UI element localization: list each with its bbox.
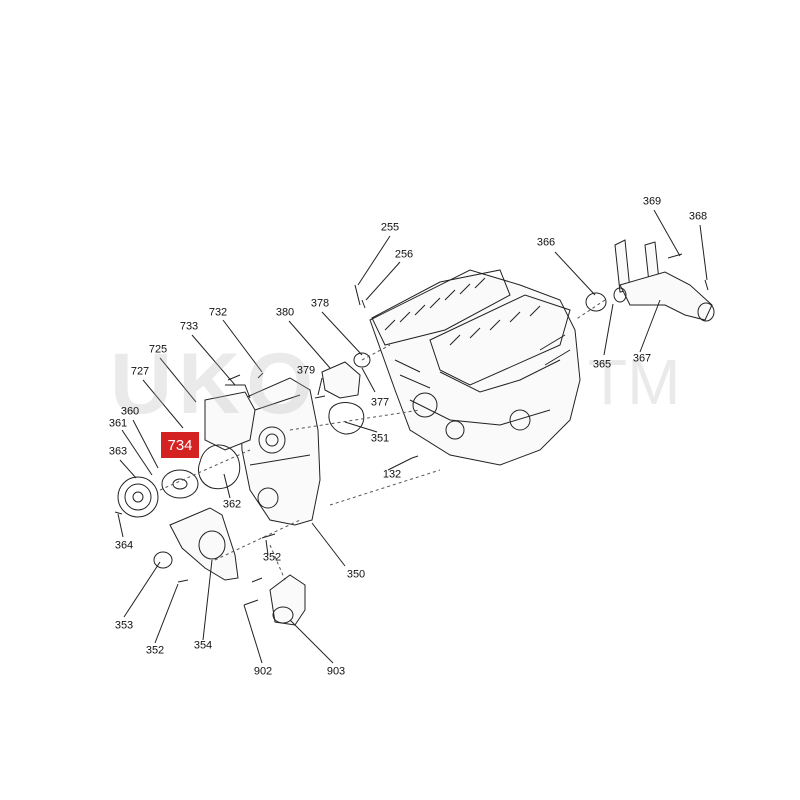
part-label-378: 378 bbox=[310, 297, 330, 310]
part-label-902: 902 bbox=[253, 665, 273, 678]
part-label-725: 725 bbox=[148, 343, 168, 356]
part-label-903: 903 bbox=[326, 665, 346, 678]
part-label-379: 379 bbox=[296, 364, 316, 377]
timing-cover bbox=[239, 377, 321, 526]
thermostat-housing bbox=[321, 352, 371, 399]
leader-lines bbox=[117, 209, 708, 664]
pump-hub bbox=[161, 469, 199, 499]
part-label-366: 366 bbox=[536, 236, 556, 249]
part-label-368: 368 bbox=[688, 210, 708, 223]
part-label-352-upper: 352 bbox=[262, 551, 282, 564]
part-label-364: 364 bbox=[114, 539, 134, 552]
part-label-369: 369 bbox=[642, 195, 662, 208]
part-label-350: 350 bbox=[346, 568, 366, 581]
watermark: UKO bbox=[110, 336, 320, 432]
highlighted-part-label: 734 bbox=[161, 432, 199, 458]
part-label-351: 351 bbox=[370, 432, 390, 445]
part-label-352-lower: 352 bbox=[145, 644, 165, 657]
engine-block bbox=[369, 269, 581, 466]
part-label-365: 365 bbox=[592, 358, 612, 371]
part-label-256: 256 bbox=[394, 248, 414, 261]
part-label-377: 377 bbox=[370, 396, 390, 409]
part-label-363: 363 bbox=[108, 445, 128, 458]
coolant-outlet bbox=[585, 239, 715, 322]
part-label-361: 361 bbox=[108, 417, 128, 430]
watermark-trademark: TM bbox=[588, 346, 681, 418]
part-label-360: 360 bbox=[120, 405, 140, 418]
part-label-354: 354 bbox=[193, 639, 213, 652]
gasket bbox=[198, 444, 241, 490]
pulley bbox=[117, 476, 159, 518]
part-label-362: 362 bbox=[222, 498, 242, 511]
part-label-732: 732 bbox=[208, 306, 228, 319]
part-label-367: 367 bbox=[632, 352, 652, 365]
part-label-733: 733 bbox=[179, 320, 199, 333]
part-label-353: 353 bbox=[114, 619, 134, 632]
part-label-380: 380 bbox=[275, 306, 295, 319]
water-pump bbox=[204, 384, 256, 451]
part-label-132: 132 bbox=[382, 468, 402, 481]
part-label-727: 727 bbox=[130, 365, 150, 378]
seal bbox=[153, 551, 173, 569]
mount-bracket bbox=[269, 574, 306, 626]
housing-gasket bbox=[328, 402, 365, 435]
cover-plate bbox=[169, 507, 239, 581]
part-label-255: 255 bbox=[380, 221, 400, 234]
alignment-lines bbox=[159, 299, 606, 581]
